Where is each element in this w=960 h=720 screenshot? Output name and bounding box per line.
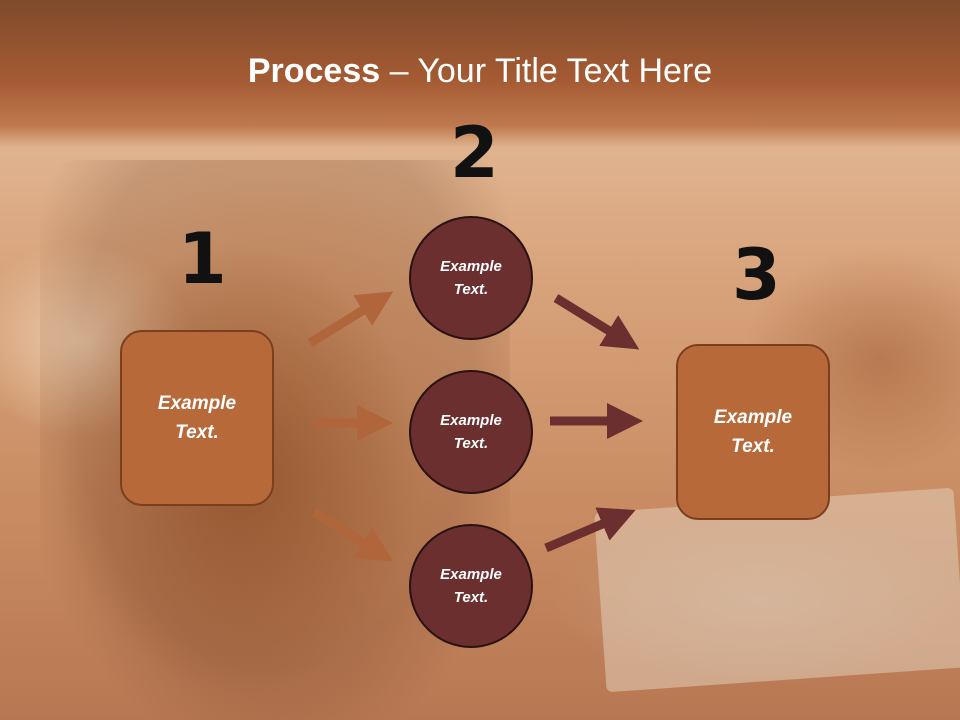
step-2-label-bottom: Example Text. — [440, 566, 502, 606]
arrow-2-to-3-bottom — [544, 507, 636, 553]
step-2-label-middle: Example Text. — [440, 412, 502, 452]
step-number-3: 3 — [732, 234, 781, 316]
step-2-circle-bottom: Example Text. — [409, 524, 533, 648]
title-rest: – Your Title Text Here — [380, 52, 713, 90]
step-2-label-top: Example Text. — [440, 258, 502, 298]
step-2-circle-top: Example Text. — [409, 216, 533, 340]
step-number-1: 1 — [178, 218, 227, 300]
step-2-circle-middle: Example Text. — [409, 370, 533, 494]
arrow-1-to-2-bottom — [311, 508, 394, 562]
step-3-label: Example Text. — [713, 407, 793, 457]
step-1-label: Example Text. — [157, 393, 237, 443]
step-3-box: Example Text. — [676, 344, 830, 520]
slide-title: Process – Your Title Text Here — [0, 52, 960, 91]
step-1-box: Example Text. — [120, 330, 274, 506]
arrow-2-to-3-top — [553, 294, 640, 350]
step-number-2: 2 — [450, 112, 499, 194]
arrow-1-to-2-top — [307, 291, 394, 347]
title-bold: Process — [247, 52, 381, 90]
title-bar — [0, 0, 960, 148]
